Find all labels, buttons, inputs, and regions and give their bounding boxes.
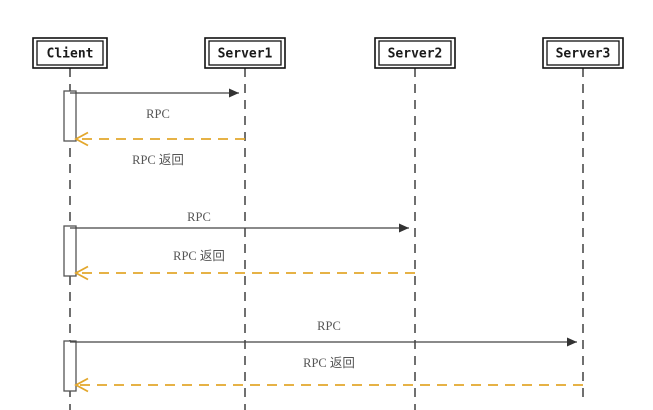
return-label-2: RPC 返回 (173, 249, 225, 263)
participant-server3[interactable]: Server3 (542, 37, 624, 69)
call-label-3: RPC (317, 319, 341, 333)
return-arrowhead-1 (74, 131, 89, 147)
participant-label-client: Client (47, 47, 94, 62)
participant-server1[interactable]: Server1 (204, 37, 286, 69)
participant-label-server3: Server3 (556, 47, 611, 62)
return-label-1: RPC 返回 (132, 153, 184, 167)
return-arrowhead-3 (74, 377, 89, 393)
message-group-1: RPC RPC 返回 (63, 88, 245, 167)
return-label-3: RPC 返回 (303, 356, 355, 370)
message-group-3: RPC RPC 返回 (63, 319, 583, 393)
participant-box-inner (378, 40, 452, 66)
activation-bar-client-3[interactable] (63, 340, 77, 392)
call-label-1: RPC (146, 107, 170, 121)
participant-label-server1: Server1 (218, 47, 273, 62)
participant-box-inner (546, 40, 620, 66)
message-group-2: RPC RPC 返回 (63, 210, 415, 281)
return-arrowhead-2 (74, 265, 89, 281)
participant-label-server2: Server2 (388, 47, 443, 62)
participant-server2[interactable]: Server2 (374, 37, 456, 69)
activation-bar-client-2[interactable] (63, 225, 77, 277)
participant-box-inner (36, 40, 104, 66)
activation-bar-client-1[interactable] (63, 90, 77, 142)
participant-box-inner (208, 40, 282, 66)
call-label-2: RPC (187, 210, 211, 224)
participant-client[interactable]: Client (32, 37, 108, 69)
